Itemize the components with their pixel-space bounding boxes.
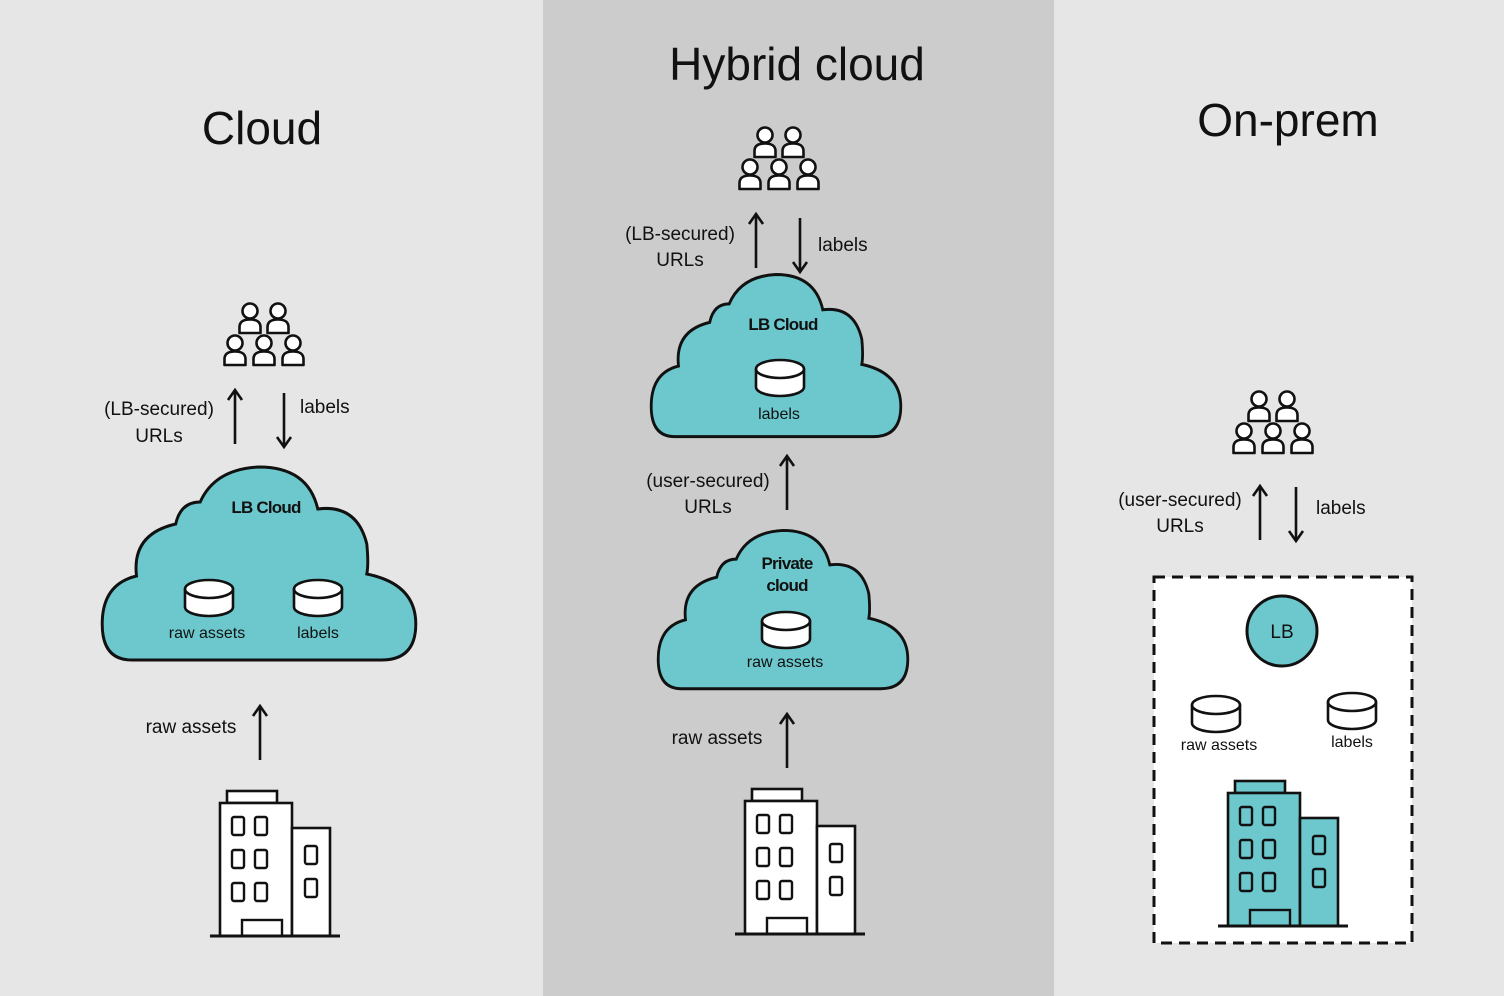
arrow-up-icon [747,212,765,270]
hybrid-panel: Hybrid cloud (LB-secured) URLs labels LB… [625,38,925,936]
private-cloud-name-line1: Private [761,554,812,573]
hybrid-private-db-label: raw assets [747,654,823,671]
onprem-panel: On-prem (user-secured) URLs labels LB ra… [1118,94,1414,945]
users-group-icon [1234,392,1313,454]
onprem-db2-label: labels [1331,734,1373,751]
cloud-down-label: labels [300,397,350,418]
hybrid-down-label: labels [818,235,868,256]
hybrid-up-label-line1: (LB-secured) [625,224,735,245]
arrow-up-icon [1251,484,1269,542]
hybrid-middle-label-line1: (user-secured) [646,471,770,492]
cloud-up-label-line2: URLs [135,426,183,447]
onprem-up-label-line1: (user-secured) [1118,490,1242,511]
building-icon [733,787,867,936]
arrow-up-icon [226,388,244,446]
cloud-bottom-arrow-label: raw assets [146,717,237,738]
database-icon [754,358,806,398]
database-icon [1326,691,1378,731]
arrow-down-icon [275,391,293,449]
cloud-panel: Cloud (LB-secured) URLs labels LB Cloud … [100,102,418,938]
hybrid-middle-label-line2: URLs [684,497,732,518]
onprem-up-label-line2: URLs [1156,516,1204,537]
arrow-down-icon [791,216,809,274]
hybrid-up-label-line2: URLs [656,250,704,271]
onprem-db1-label: raw assets [1181,737,1257,754]
hybrid-panel-title: Hybrid cloud [669,38,925,90]
lb-circle [1245,594,1319,668]
onprem-down-label: labels [1316,498,1366,519]
cloud-name-label: LB Cloud [231,498,301,517]
database-icon [1190,694,1242,734]
onprem-lb-label: LB [1270,622,1293,643]
database-icon [292,578,344,618]
database-icon [183,578,235,618]
users-group-icon [740,128,819,190]
arrow-up-icon [778,454,796,512]
cloud-panel-title: Cloud [202,102,322,154]
cloud-up-label-line1: (LB-secured) [104,399,214,420]
onprem-panel-title: On-prem [1197,94,1378,146]
hybrid-lb-db-label: labels [758,406,800,423]
hybrid-bottom-arrow-label: raw assets [672,728,763,749]
arrow-down-icon [1287,485,1305,543]
cloud-icon [100,465,418,662]
private-cloud-name-line2: cloud [766,576,808,595]
cloud-db1-label: raw assets [169,625,245,642]
arrow-up-icon [251,704,269,762]
hybrid-lb-cloud-name: LB Cloud [748,315,818,334]
database-icon [760,610,812,650]
users-group-icon [225,304,304,366]
building-icon [208,789,342,938]
cloud-db2-label: labels [297,625,339,642]
arrow-up-icon [778,712,796,770]
